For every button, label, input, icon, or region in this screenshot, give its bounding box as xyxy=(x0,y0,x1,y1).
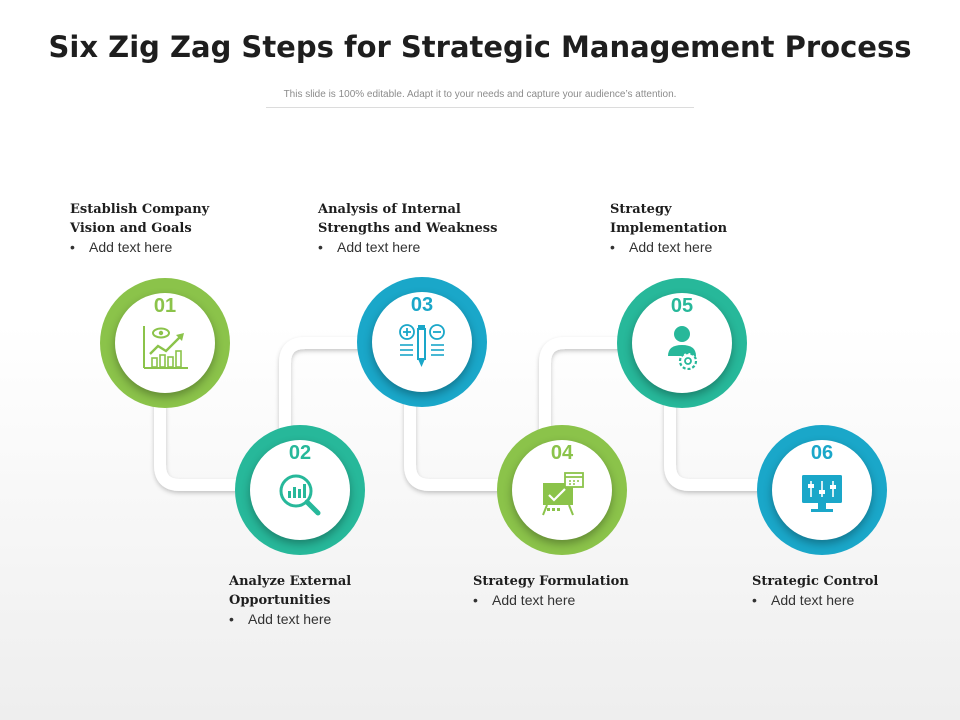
step-01: 01 xyxy=(100,278,230,408)
step-title: Strategy Formulation xyxy=(473,574,629,589)
step-02: 02 xyxy=(235,425,365,555)
step-04-label: Strategy Formulation •Add text here xyxy=(473,572,673,610)
person-gear-icon xyxy=(668,326,698,370)
step-title: Establish Company Vision and Goals xyxy=(70,202,210,236)
step-bullet: •Add text here xyxy=(229,611,332,627)
presentation-board-icon xyxy=(542,472,584,516)
step-number: 03 xyxy=(410,294,434,316)
step-bullet: •Add text here xyxy=(318,239,421,255)
step-number: 01 xyxy=(153,295,177,317)
slide-title: Six Zig Zag Steps for Strategic Manageme… xyxy=(48,30,912,64)
step-bullet: •Add text here xyxy=(610,239,713,255)
magnifier-chart-icon xyxy=(279,474,321,516)
step-title: Analysis of Internal Strengths and Weakn… xyxy=(318,202,498,236)
vision-goals-chart-icon xyxy=(143,326,188,369)
step-title: Analyze External Opportunities xyxy=(229,574,352,608)
step-04: 04 xyxy=(497,425,627,555)
step-05: 05 xyxy=(617,278,747,408)
step-number: 04 xyxy=(550,442,574,464)
step-01-label: Establish Company Vision and Goals •Add … xyxy=(70,200,270,257)
step-bullet: •Add text here xyxy=(70,239,173,255)
step-inner-circle xyxy=(115,293,215,393)
monitor-sliders-icon xyxy=(802,475,842,512)
step-title: Strategy Implementation xyxy=(610,202,728,236)
pencil-plus-minus-icon xyxy=(399,324,445,367)
step-05-label: Strategy Implementation •Add text here xyxy=(610,200,810,257)
step-02-label: Analyze External Opportunities •Add text… xyxy=(229,572,429,629)
step-number: 06 xyxy=(810,442,834,464)
step-inner-circle xyxy=(632,293,732,393)
step-06: 06 xyxy=(757,425,887,555)
step-number: 02 xyxy=(288,442,312,464)
step-number: 05 xyxy=(670,295,694,317)
slide-subtitle: This slide is 100% editable. Adapt it to… xyxy=(266,89,694,108)
step-inner-circle xyxy=(372,292,472,392)
step-bullet: •Add text here xyxy=(752,592,855,608)
step-03: 03 xyxy=(357,277,487,407)
step-bullet: •Add text here xyxy=(473,592,576,608)
step-title: Strategic Control xyxy=(752,574,879,589)
step-03-label: Analysis of Internal Strengths and Weakn… xyxy=(318,200,538,257)
step-06-label: Strategic Control •Add text here xyxy=(752,572,952,610)
